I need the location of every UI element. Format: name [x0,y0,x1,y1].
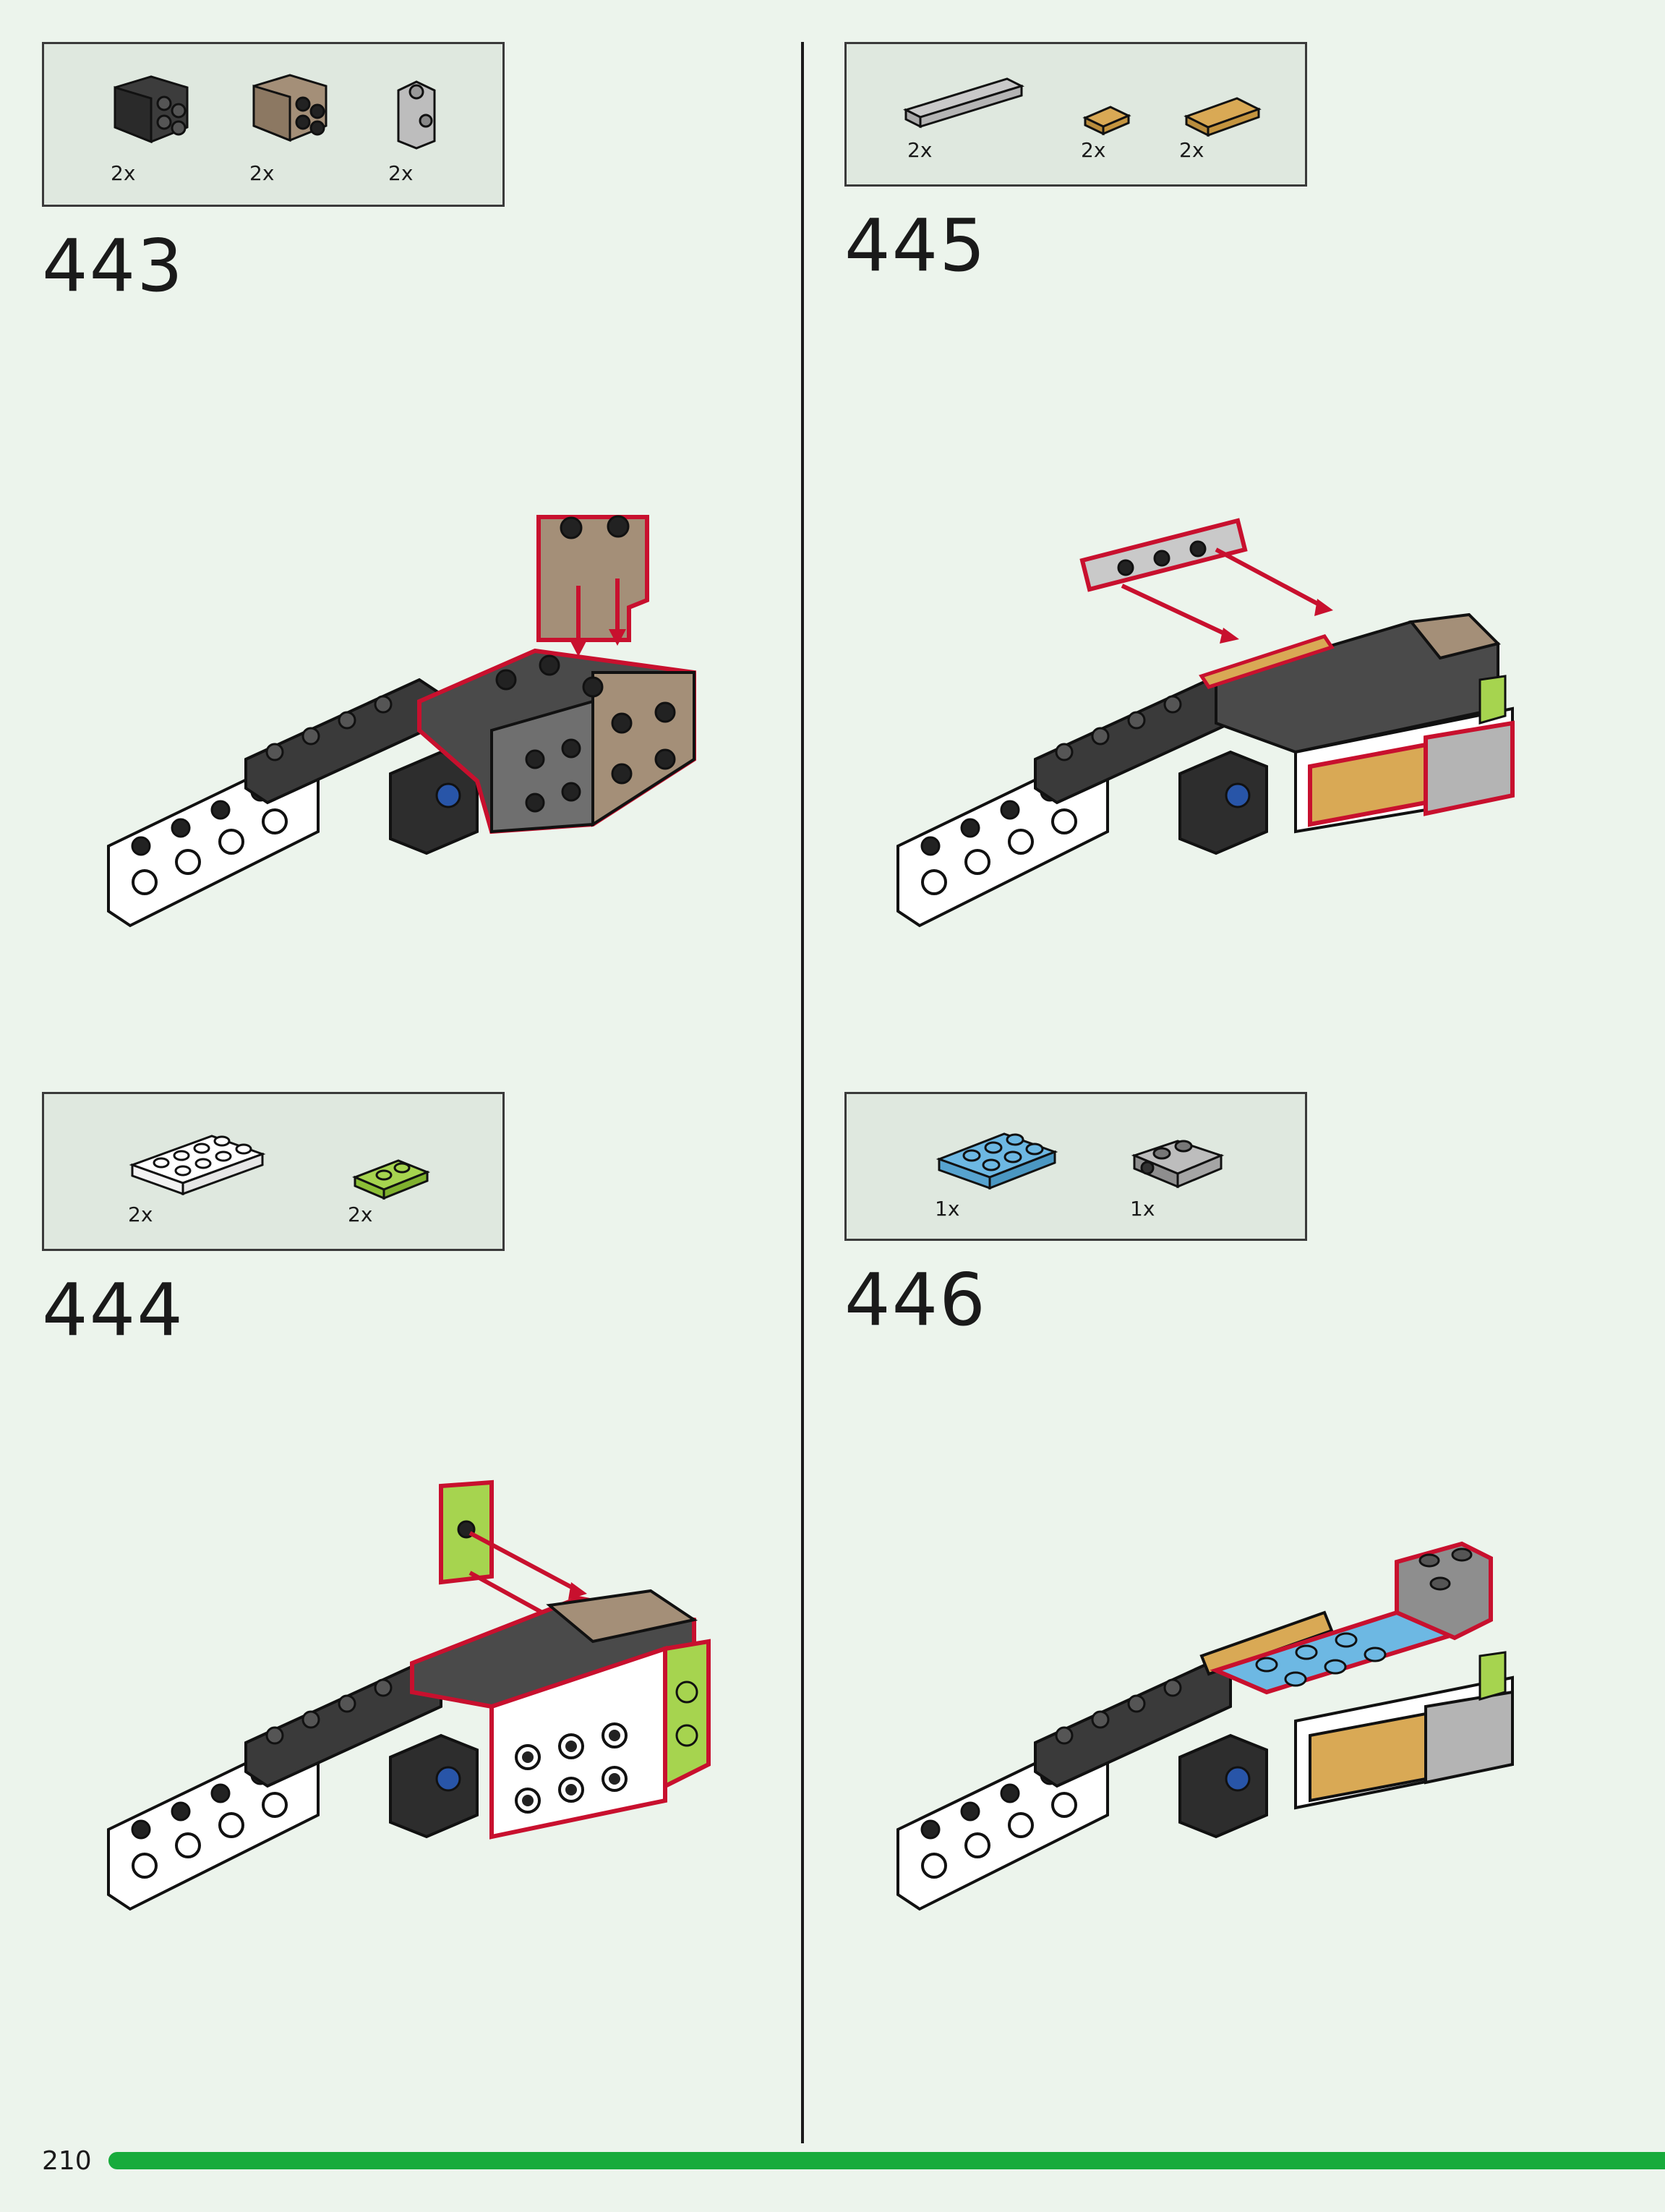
build-illustration-445 [891,492,1541,940]
light-blue-plate-2x3-icon [932,1116,1062,1195]
parts-callout-446: 1x 1x [844,1092,1307,1241]
part-qty: 2x [1081,138,1105,162]
lime-plate-1x2-icon [348,1152,435,1203]
build-illustration-444 [101,1475,752,1923]
part-qty: 2x [907,138,932,162]
build-illustration-443 [101,492,752,940]
light-gray-tile-1x4-icon [899,70,1029,135]
tan-tile-1x2-icon [1179,87,1266,142]
tan-tile-1x1-icon [1078,96,1136,140]
step-number-443: 443 [42,230,184,302]
build-illustration-446 [891,1475,1541,1923]
light-gray-bracket-icon [384,76,449,155]
parts-callout-444: 2x 2x [42,1092,505,1251]
part-qty: 2x [1179,138,1204,162]
column-divider [801,42,804,2143]
white-plate-2x4-icon [125,1122,270,1201]
part-qty: 1x [1130,1197,1155,1221]
step-number-445: 445 [844,210,987,282]
light-gray-bracket-plate-icon [1127,1123,1228,1195]
part-qty: 2x [388,161,413,185]
parts-callout-445: 2x 2x 2x [844,42,1307,187]
part-qty: 2x [111,161,135,185]
part-qty: 2x [348,1203,372,1226]
part-qty: 2x [249,161,274,185]
dark-gray-bracket-icon [108,73,194,153]
page-number: 210 [42,2146,92,2176]
part-qty: 1x [935,1197,959,1221]
step-number-446: 446 [844,1264,987,1336]
part-qty: 2x [128,1203,153,1226]
step-number-444: 444 [42,1274,184,1346]
footer-bar [108,2152,1665,2169]
parts-callout-443: 2x 2x 2x [42,42,505,207]
tan-bracket-icon [247,72,333,151]
